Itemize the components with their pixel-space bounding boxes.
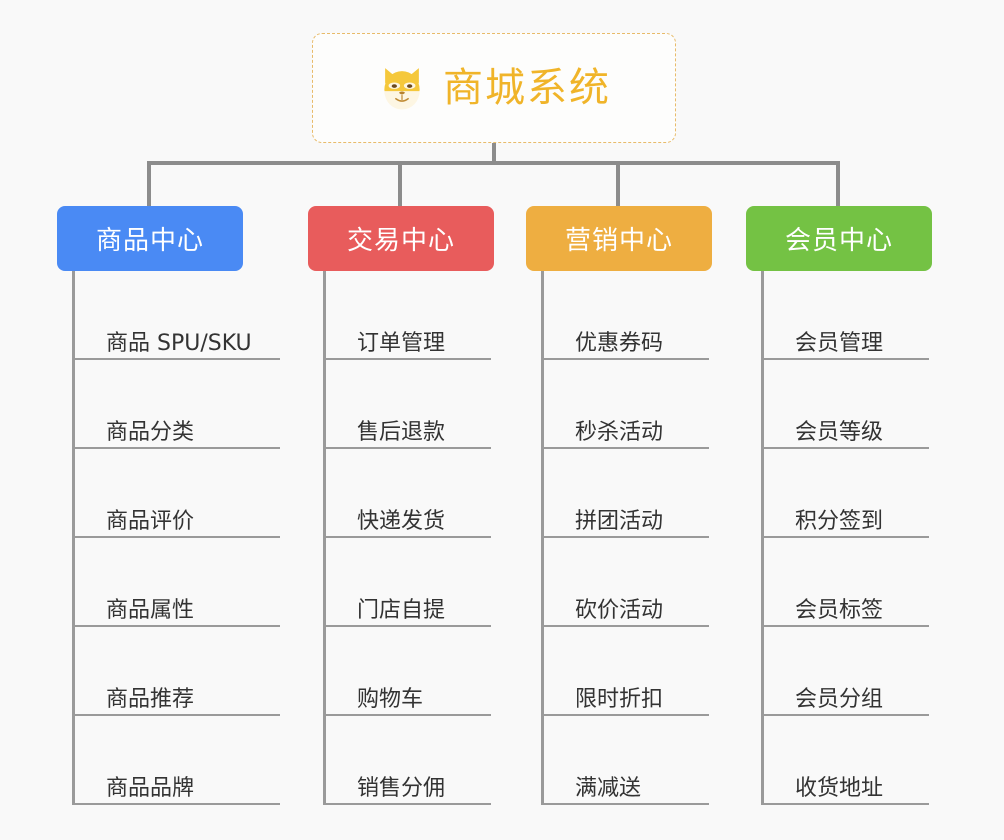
branch-trunk-line [323,271,326,805]
leaf-underline [541,714,709,716]
leaf-item[interactable]: 优惠券码 [541,271,709,360]
leaf-item[interactable]: 砍价活动 [541,538,709,627]
leaf-item[interactable]: 积分签到 [761,449,929,538]
leaf-underline [323,803,491,805]
category-box-member-center[interactable]: 会员中心 [746,206,932,271]
branch-column-product-center: 商品 SPU/SKU 商品分类商品评价商品属性商品推荐商品品牌 [72,271,280,805]
leaf-underline [761,803,929,805]
connector-drop-member-center [836,161,840,206]
category-box-product-center[interactable]: 商品中心 [57,206,243,271]
leaf-underline [72,358,280,360]
leaf-label: 商品评价 [106,508,195,534]
category-box-trade-center[interactable]: 交易中心 [308,206,494,271]
category-label: 营销中心 [564,226,673,256]
category-label: 商品中心 [95,226,204,256]
connector-root-stem [492,143,496,165]
leaf-label: 满减送 [575,775,642,801]
leaf-underline [323,625,491,627]
branch-trunk-line [761,271,764,805]
leaf-label: 订单管理 [357,330,446,356]
shiba-dog-icon [377,65,427,111]
branch-trunk-line [541,271,544,805]
category-label: 交易中心 [346,226,455,256]
leaf-label: 砍价活动 [575,597,664,623]
leaf-item[interactable]: 门店自提 [323,538,491,627]
leaf-underline [72,536,280,538]
leaf-item[interactable]: 限时折扣 [541,627,709,716]
leaf-item[interactable]: 会员管理 [761,271,929,360]
leaf-underline [541,803,709,805]
leaf-label: 优惠券码 [575,330,664,356]
leaf-underline [541,536,709,538]
leaf-item[interactable]: 商品推荐 [72,627,280,716]
leaf-label: 售后退款 [357,419,446,445]
leaf-label: 限时折扣 [575,686,664,712]
leaf-item[interactable]: 商品 SPU/SKU [72,271,280,360]
leaf-label: 会员标签 [795,597,884,623]
leaf-underline [323,358,491,360]
leaf-item[interactable]: 会员分组 [761,627,929,716]
leaf-underline [761,625,929,627]
connector-drop-marketing-center [616,161,620,206]
category-label: 会员中心 [784,226,893,256]
leaf-label: 商品推荐 [106,686,195,712]
leaf-item[interactable]: 收货地址 [761,716,929,805]
leaf-underline [323,536,491,538]
leaf-item[interactable]: 秒杀活动 [541,360,709,449]
leaf-item[interactable]: 购物车 [323,627,491,716]
leaf-item[interactable]: 销售分佣 [323,716,491,805]
leaf-label: 门店自提 [357,597,446,623]
leaf-underline [72,625,280,627]
branch-trunk-line [72,271,75,805]
leaf-label: 秒杀活动 [575,419,664,445]
leaf-label: 商品分类 [106,419,195,445]
leaf-label: 会员分组 [795,686,884,712]
leaf-label: 快递发货 [357,508,446,534]
leaf-item[interactable]: 拼团活动 [541,449,709,538]
connector-bus-bar [149,161,839,165]
leaf-item[interactable]: 会员标签 [761,538,929,627]
connector-drop-trade-center [398,161,402,206]
leaf-underline [72,714,280,716]
leaf-item[interactable]: 商品属性 [72,538,280,627]
leaf-underline [72,803,280,805]
leaf-label: 拼团活动 [575,508,664,534]
leaf-underline [323,447,491,449]
leaf-label: 商品 SPU/SKU [106,330,252,356]
leaf-label: 会员等级 [795,419,884,445]
leaf-label: 销售分佣 [357,775,446,801]
leaf-item[interactable]: 快递发货 [323,449,491,538]
leaf-item[interactable]: 售后退款 [323,360,491,449]
leaf-underline [761,714,929,716]
leaf-label: 收货地址 [795,775,884,801]
leaf-item[interactable]: 满减送 [541,716,709,805]
root-title: 商城系统 [443,65,611,111]
leaf-label: 积分签到 [795,508,884,534]
leaf-item[interactable]: 商品评价 [72,449,280,538]
leaf-item[interactable]: 商品分类 [72,360,280,449]
leaf-underline [541,447,709,449]
leaf-underline [323,714,491,716]
leaf-label: 商品品牌 [106,775,195,801]
branch-column-member-center: 会员管理会员等级积分签到会员标签会员分组收货地址 [761,271,929,805]
leaf-underline [541,625,709,627]
leaf-item[interactable]: 会员等级 [761,360,929,449]
leaf-item[interactable]: 商品品牌 [72,716,280,805]
leaf-underline [761,536,929,538]
branch-column-marketing-center: 优惠券码秒杀活动拼团活动砍价活动限时折扣满减送 [541,271,709,805]
leaf-label: 购物车 [357,686,424,712]
branch-column-trade-center: 订单管理售后退款快递发货门店自提购物车销售分佣 [323,271,491,805]
leaf-item[interactable]: 订单管理 [323,271,491,360]
leaf-label: 会员管理 [795,330,884,356]
category-box-marketing-center[interactable]: 营销中心 [526,206,712,271]
connector-drop-product-center [147,161,151,206]
leaf-label: 商品属性 [106,597,195,623]
leaf-underline [761,358,929,360]
leaf-underline [541,358,709,360]
root-node[interactable]: 商城系统 [312,33,676,143]
leaf-underline [761,447,929,449]
leaf-underline [72,447,280,449]
